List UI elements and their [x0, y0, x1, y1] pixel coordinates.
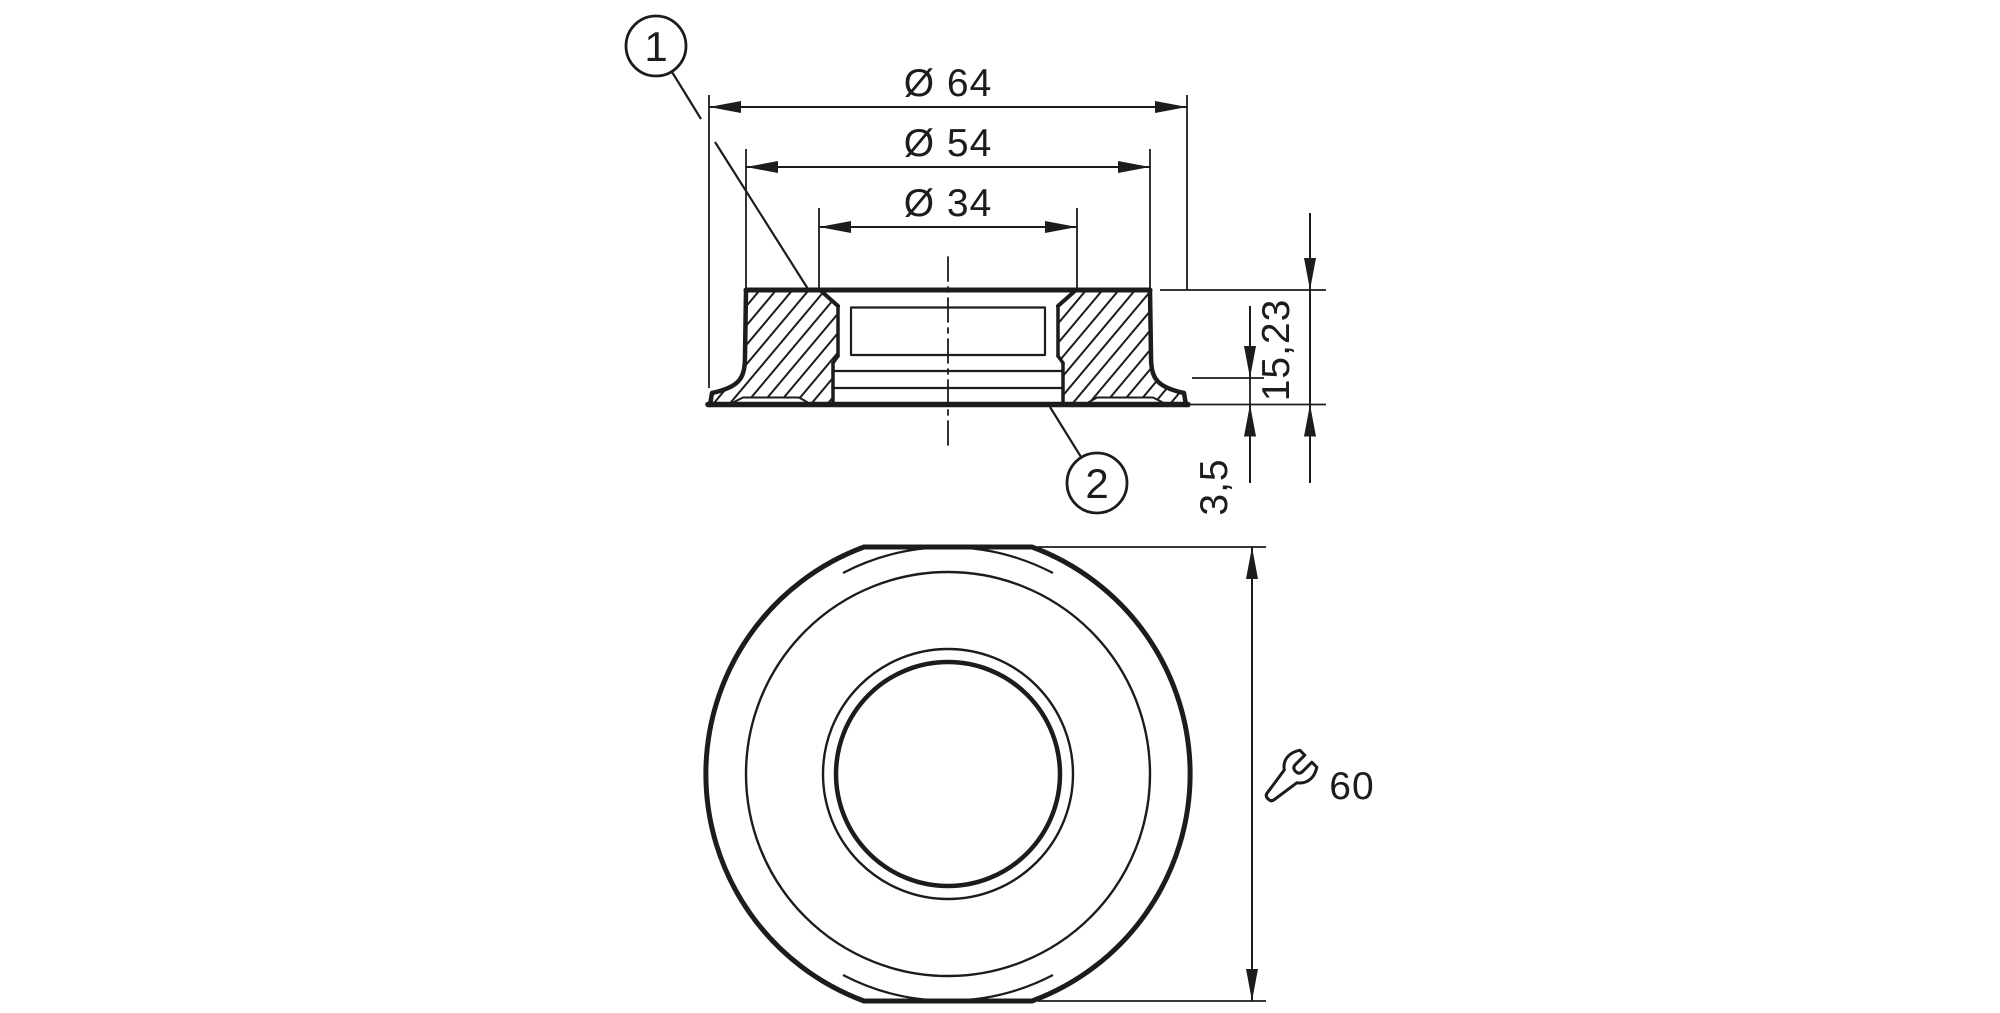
seal-recess-left-edge — [733, 396, 808, 403]
arrow-down-icon — [1244, 346, 1256, 378]
section-outer-profile-right — [1147, 287, 1189, 408]
dimension-outer-diameter: Ø 64 — [708, 62, 1188, 388]
callout-2: 2 — [1049, 406, 1129, 515]
dimension-body-diameter: Ø 54 — [745, 122, 1151, 288]
front-chamfer-arc-top — [842, 546, 1054, 574]
arrow-left-icon — [819, 221, 851, 233]
arrow-right-icon — [1045, 221, 1077, 233]
dimension-total-height: 15,23 — [1160, 213, 1326, 483]
section-hatch-left-wall — [710, 290, 838, 403]
callout-2-circle — [1065, 451, 1129, 515]
callout-1-circle — [624, 14, 688, 78]
arrow-right-icon — [1155, 101, 1187, 113]
callout-2-number: 2 — [1085, 460, 1108, 507]
outer-diameter-label: Ø 64 — [904, 62, 993, 105]
arrow-right-icon — [1118, 161, 1150, 173]
dimension-bore-diameter: Ø 34 — [818, 182, 1078, 288]
body-diameter-label: Ø 54 — [904, 122, 993, 165]
section-outer-profile-left — [707, 287, 749, 408]
flange-thickness-label: 3,5 — [1193, 458, 1236, 515]
front-chamfer-arc-bottom — [842, 974, 1054, 1002]
arrow-left-icon — [709, 101, 741, 113]
bore-diameter-label: Ø 34 — [904, 182, 993, 225]
arrow-left-icon — [746, 161, 778, 173]
seal-recess-right — [1089, 397, 1162, 403]
front-outline-with-flats — [703, 544, 1193, 1004]
callout-1: 1 — [624, 14, 809, 290]
front-bore-circle — [833, 659, 1063, 889]
front-bore-chamfer-circle — [821, 647, 1075, 901]
arrow-down-icon — [1304, 258, 1316, 290]
arrow-down-icon — [1246, 969, 1258, 1001]
total-height-label: 15,23 — [1255, 299, 1298, 402]
section-view — [705, 256, 1191, 447]
arrow-up-icon — [1246, 547, 1258, 579]
front-body-circle — [744, 570, 1152, 978]
wrench-icon — [1264, 748, 1319, 803]
front-view — [703, 544, 1193, 1004]
callout-1-number: 1 — [644, 23, 667, 70]
section-hatch-right-wall — [1058, 290, 1186, 403]
seal-recess-left — [734, 397, 807, 403]
dimension-flange-thickness: 3,5 — [1192, 306, 1264, 516]
dimension-wrench-size: 60 — [1038, 546, 1374, 1002]
seal-recess-right-edge — [1088, 396, 1163, 403]
wrench-size-label: 60 — [1329, 765, 1374, 808]
